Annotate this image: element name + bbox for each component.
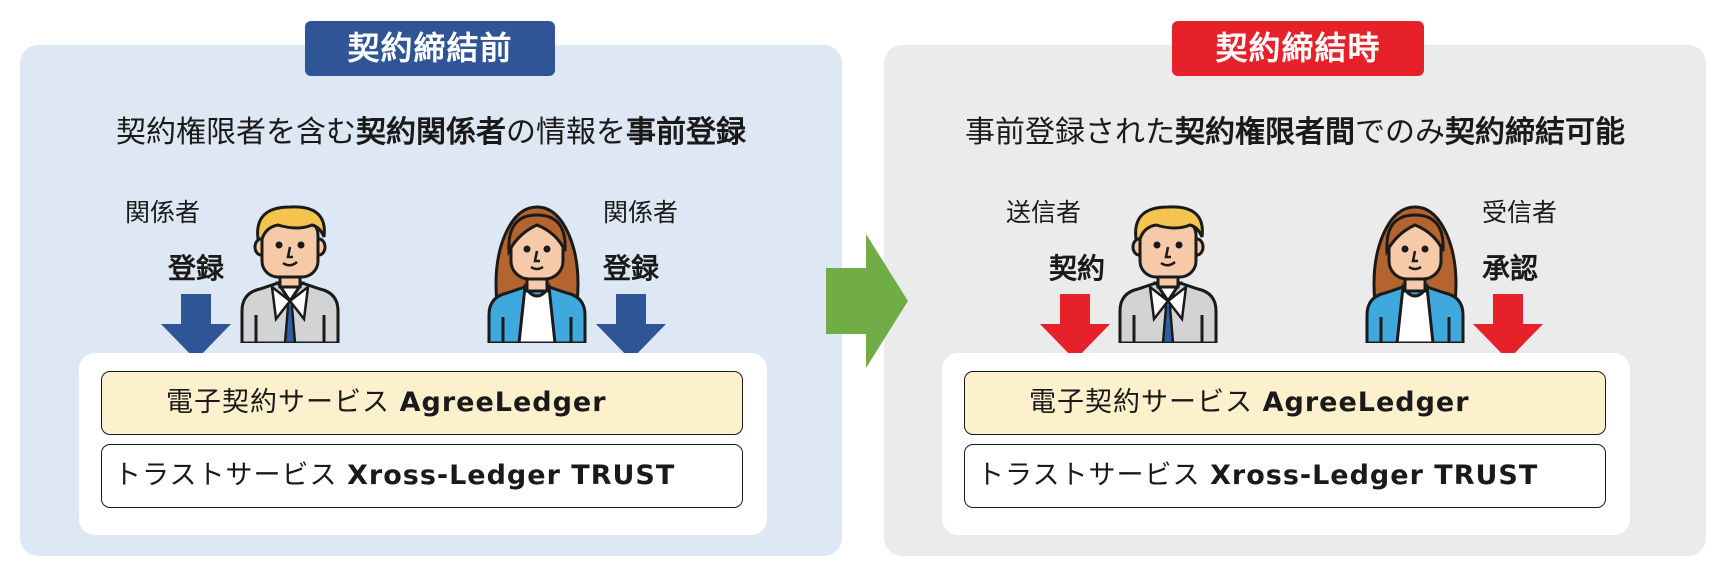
headline-emphasis: 契約関係者 <box>356 115 506 150</box>
service-type-label: トラストサービス <box>977 460 1201 491</box>
headline-emphasis: 事前登録 <box>626 115 746 150</box>
man-role-label: 関係者 <box>125 198 201 227</box>
service-type-label: 電子契約サービス <box>166 387 390 418</box>
businessman-icon <box>1118 203 1218 343</box>
right-arrow-icon <box>826 234 908 368</box>
at-signing-badge: 契約締結時 <box>1172 21 1424 76</box>
sender-role-label: 送信者 <box>1006 198 1082 227</box>
down-arrow-icon <box>1040 294 1110 360</box>
woman-action-label: 登録 <box>603 252 660 285</box>
receiver-action-label: 承認 <box>1482 252 1539 285</box>
service-type-label: トラストサービス <box>114 460 338 491</box>
service-type-label: 電子契約サービス <box>1029 387 1253 418</box>
down-arrow-icon <box>596 294 666 360</box>
agreeledger-service-box: 電子契約サービス AgreeLedger <box>101 371 743 435</box>
businesswoman-icon <box>1365 203 1465 343</box>
service-stack: 電子契約サービス AgreeLedger トラストサービス Xross-Ledg… <box>942 353 1630 535</box>
receiver-role-label: 受信者 <box>1482 198 1558 227</box>
man-action-label: 登録 <box>168 252 225 285</box>
at-signing-headline: 事前登録された契約権限者間でのみ契約締結可能 <box>884 108 1706 158</box>
woman-role-label: 関係者 <box>603 198 679 227</box>
down-arrow-icon <box>161 294 231 360</box>
agreeledger-service-box: 電子契約サービス AgreeLedger <box>964 371 1606 435</box>
headline-text: 事前登録された <box>965 115 1175 150</box>
headline-emphasis: 契約締結可能 <box>1445 115 1625 150</box>
service-stack: 電子契約サービス AgreeLedger トラストサービス Xross-Ledg… <box>79 353 767 535</box>
headline-text: の情報を <box>506 115 626 150</box>
headline-text: 契約権限者を含む <box>116 115 356 150</box>
trust-service-box: トラストサービス Xross-Ledger TRUST <box>101 444 743 508</box>
service-name-label: Xross-Ledger TRUST <box>347 460 676 491</box>
service-name-label: AgreeLedger <box>1262 387 1470 418</box>
service-name-label: AgreeLedger <box>399 387 607 418</box>
trust-service-box: トラストサービス Xross-Ledger TRUST <box>964 444 1606 508</box>
before-signing-badge: 契約締結前 <box>305 21 555 76</box>
headline-text: でのみ <box>1355 115 1445 150</box>
businessman-icon <box>240 203 340 343</box>
down-arrow-icon <box>1473 294 1543 360</box>
service-name-label: Xross-Ledger TRUST <box>1210 460 1539 491</box>
headline-emphasis: 契約権限者間 <box>1175 115 1355 150</box>
sender-action-label: 契約 <box>1049 252 1106 285</box>
businesswoman-icon <box>487 203 587 343</box>
before-signing-headline: 契約権限者を含む契約関係者の情報を事前登録 <box>20 108 842 158</box>
